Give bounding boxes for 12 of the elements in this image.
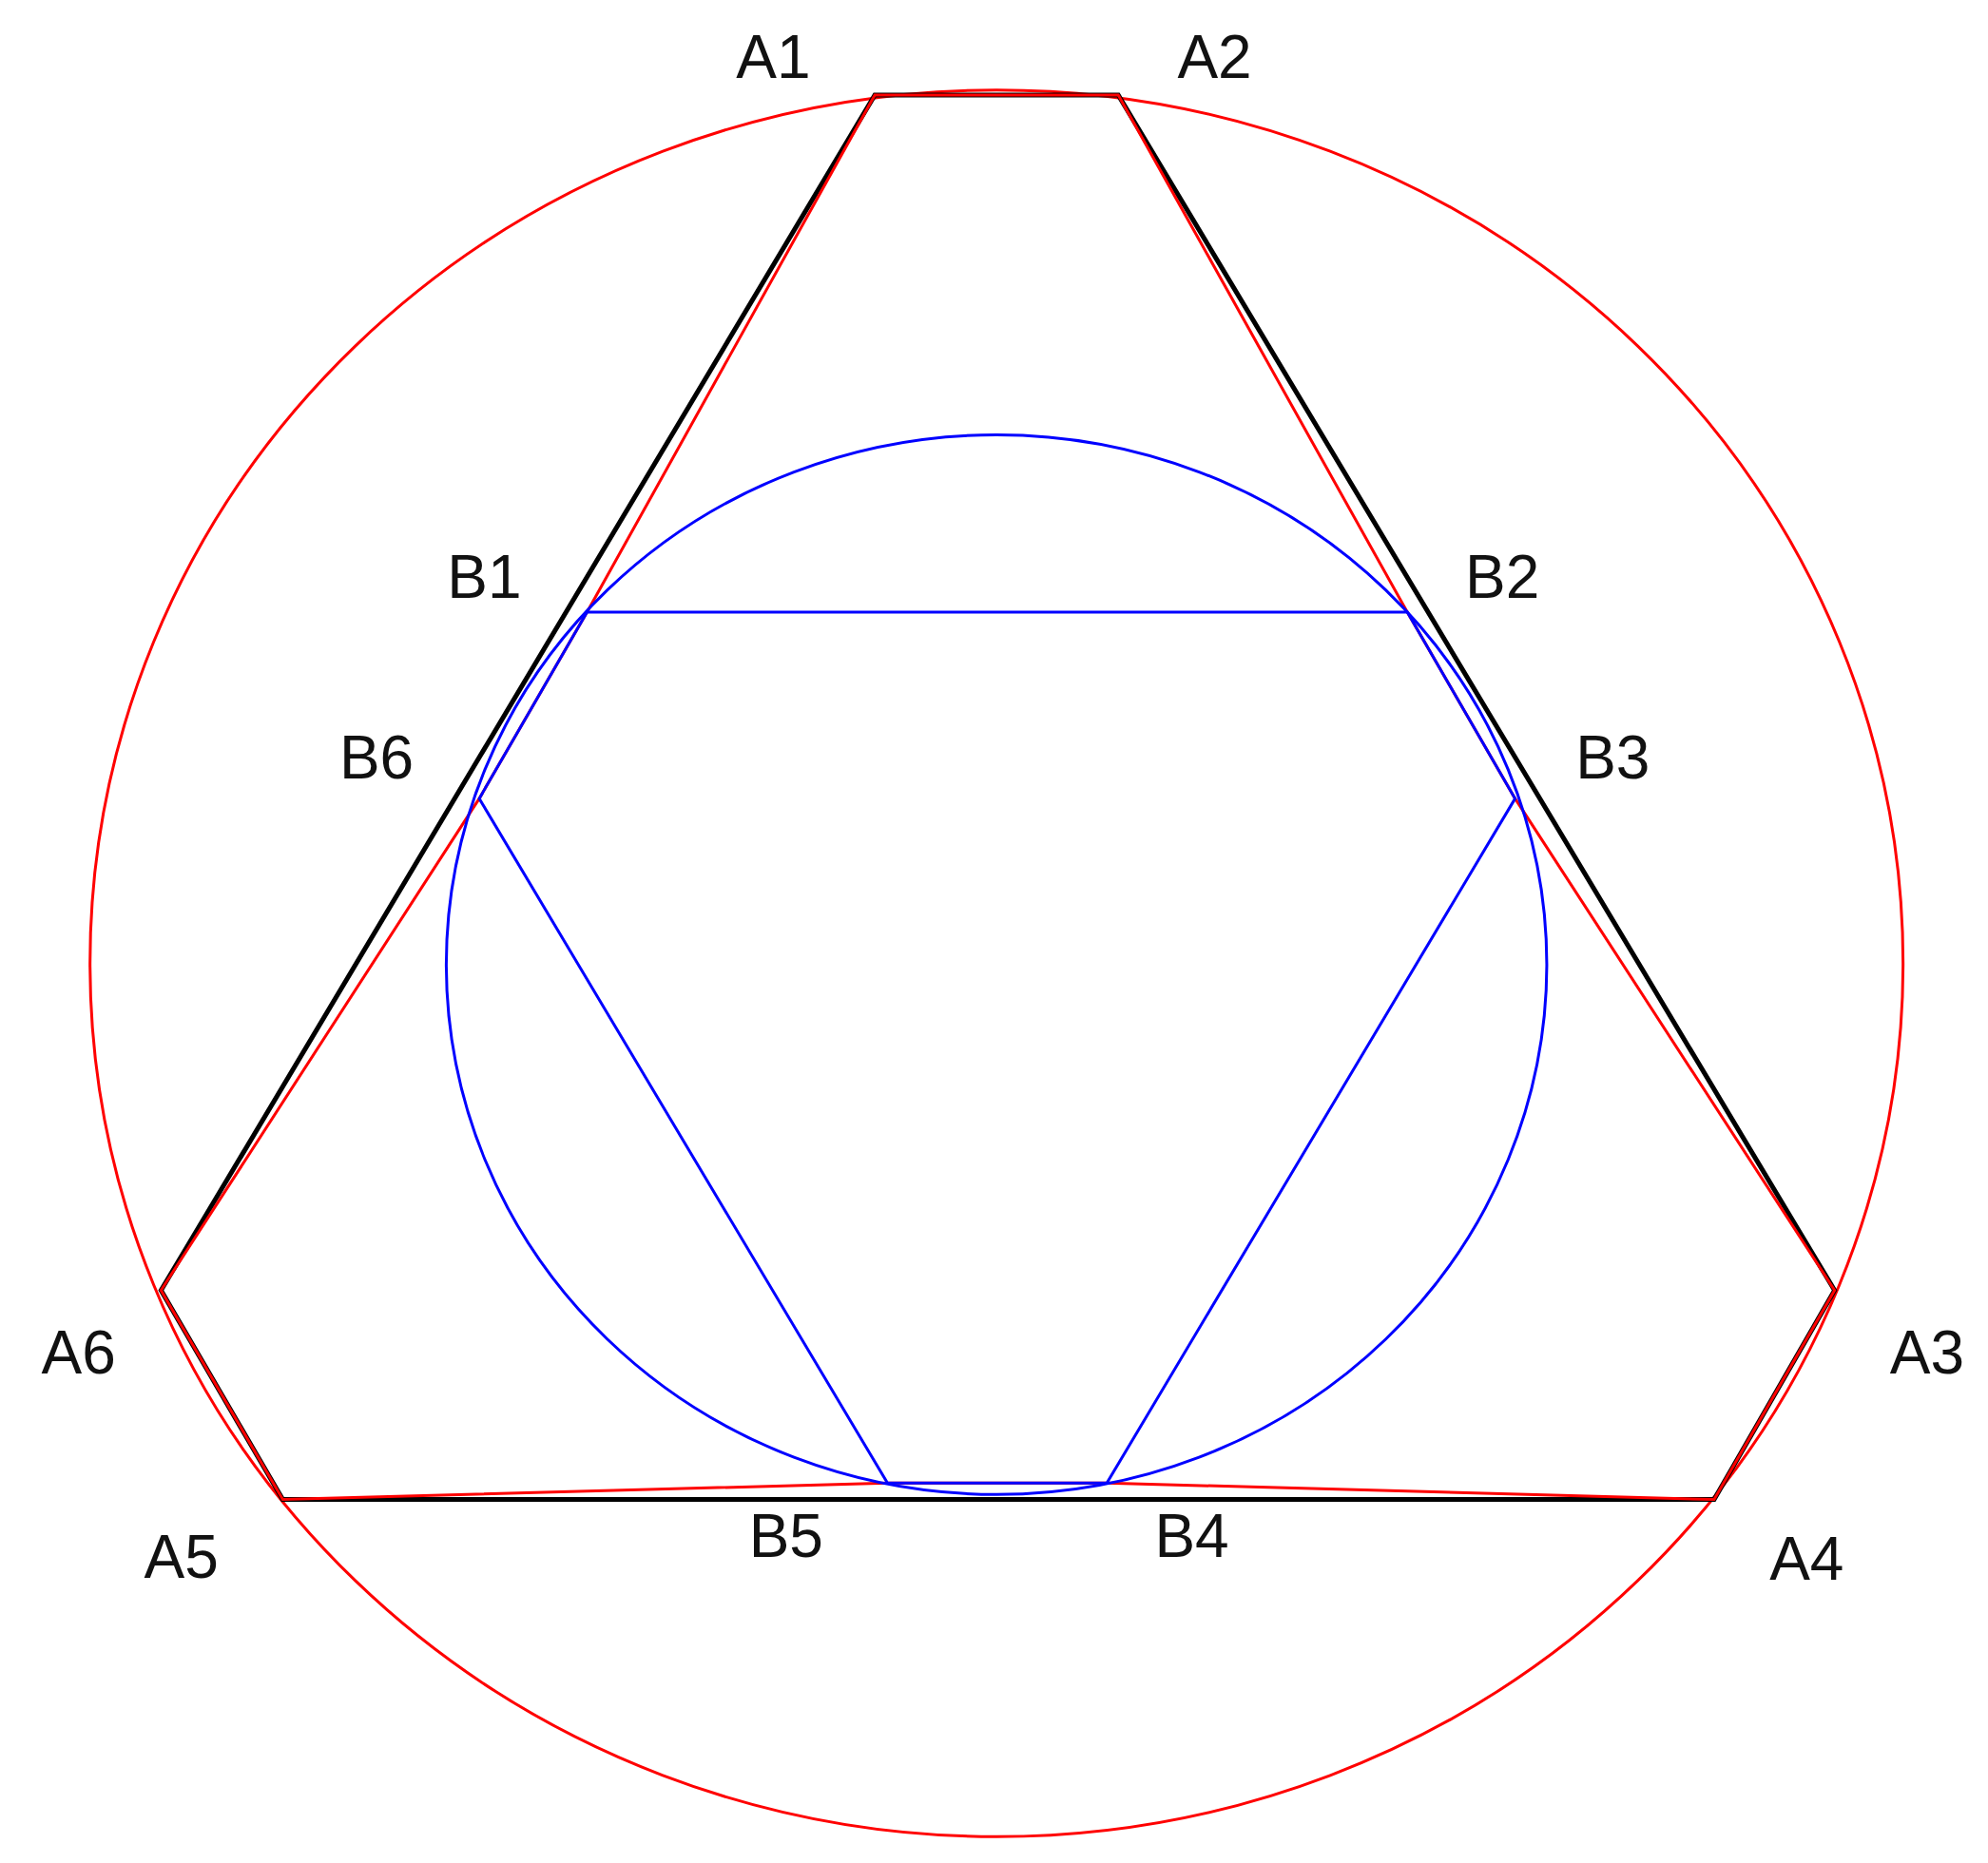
- point-label: A3: [1889, 1321, 1965, 1383]
- point-label: B6: [338, 727, 415, 789]
- point-label: B4: [1154, 1506, 1229, 1567]
- point-label: B2: [1465, 546, 1540, 607]
- point-label: A2: [1177, 27, 1252, 87]
- point-label: A4: [1769, 1528, 1844, 1590]
- point-label: A6: [41, 1321, 116, 1383]
- point-label: B3: [1575, 727, 1650, 789]
- point-label: A5: [144, 1526, 219, 1587]
- point-label: A1: [736, 27, 811, 87]
- point-label: B5: [748, 1506, 823, 1567]
- point-label: B1: [447, 546, 522, 607]
